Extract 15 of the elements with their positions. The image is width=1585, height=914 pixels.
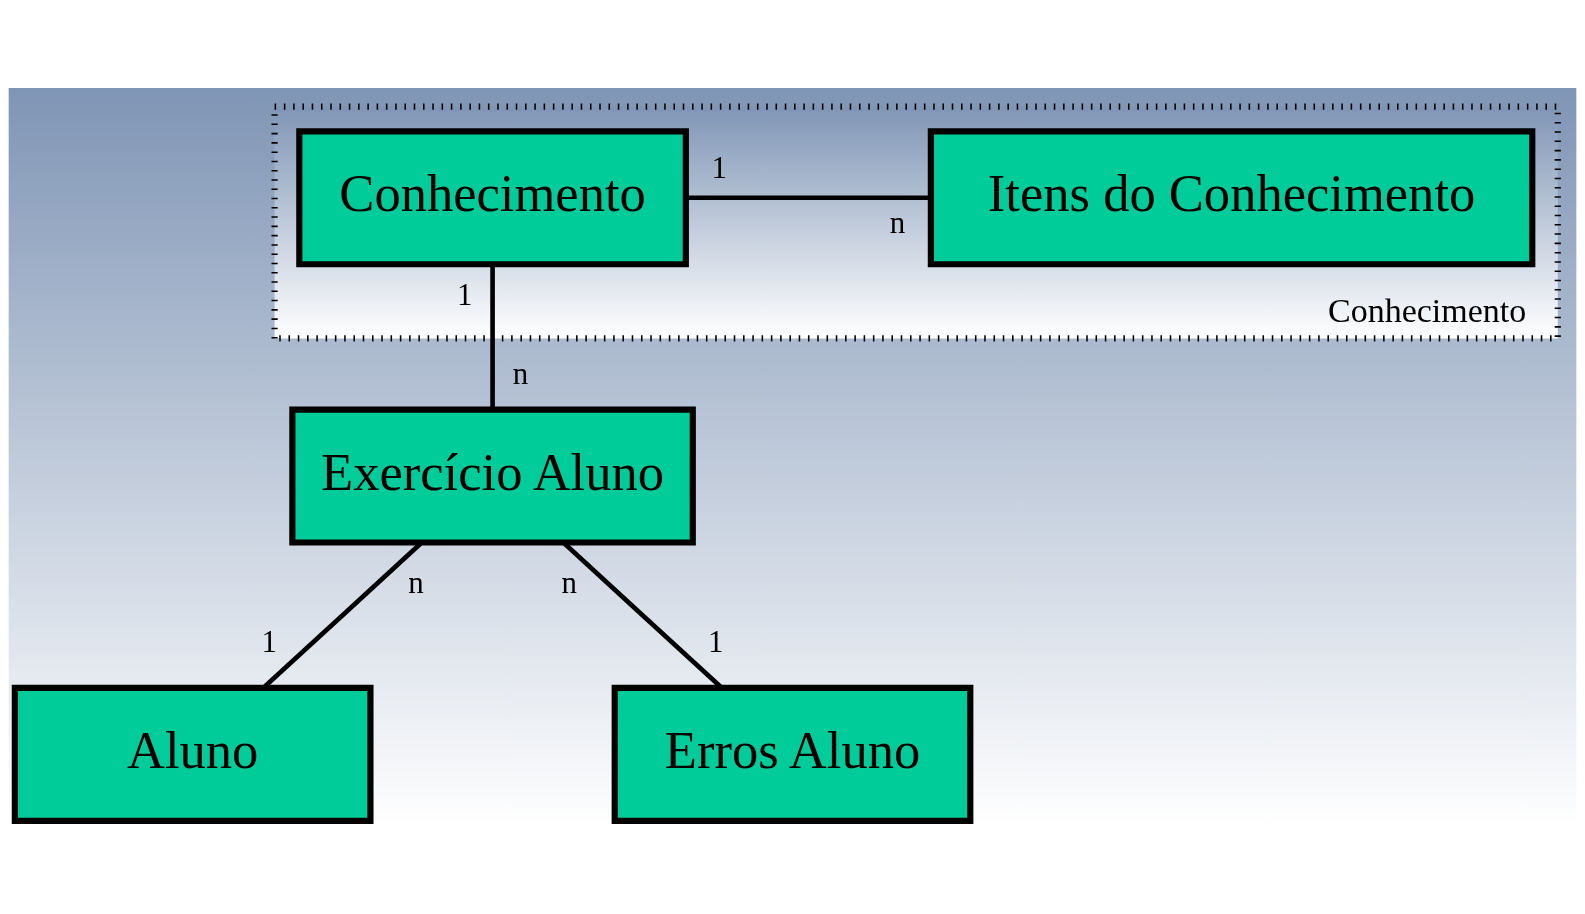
label: n [561,564,577,600]
label: n [408,564,424,600]
node-box: Aluno [11,684,374,824]
label: 1 [457,276,473,312]
label: 1 [708,623,724,659]
label: n [512,355,529,391]
connector [686,194,931,200]
label: 1 [711,149,727,185]
connector [490,264,495,409]
node-box: Conhecimento [296,127,689,267]
node-box: Itens do Conhecimento [927,127,1536,267]
label: n [889,204,906,240]
node-box: Erros Aluno [611,684,974,824]
node-box: Exercício Aluno [289,406,696,546]
label: 1 [261,623,278,659]
